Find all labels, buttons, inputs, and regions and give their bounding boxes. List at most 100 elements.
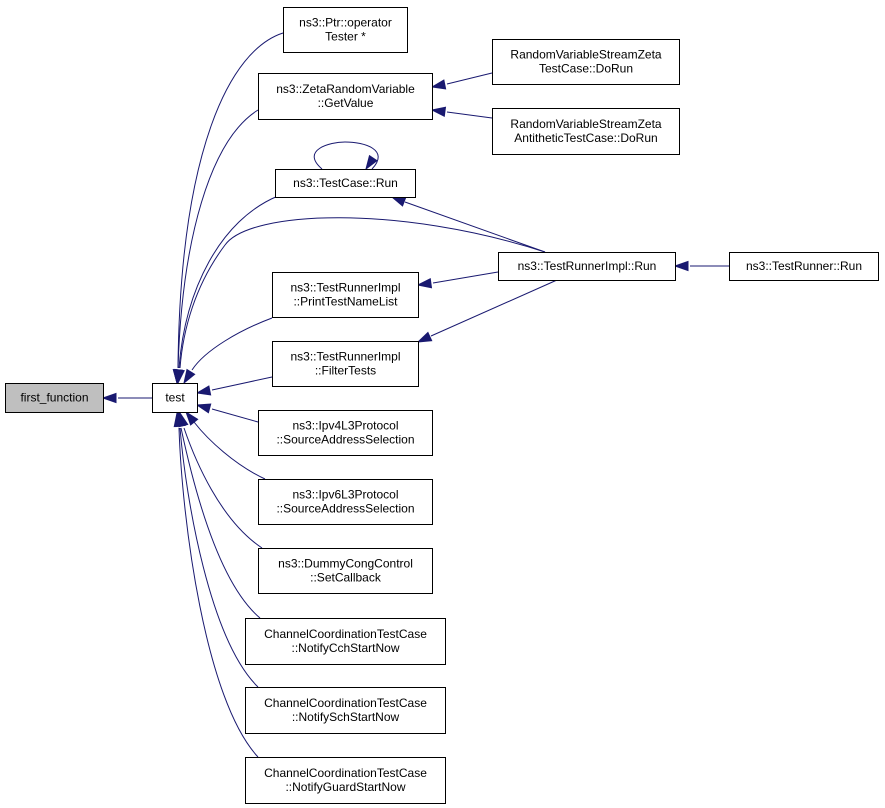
node-print-testnamelist[interactable]: ns3::TestRunnerImpl::PrintTestNameList — [272, 272, 419, 318]
edge-line — [446, 72, 493, 85]
node-label: RandomVariableStreamZeta — [510, 48, 662, 62]
edge-cc_cch-to-test — [175, 411, 261, 619]
edge-line — [404, 201, 546, 253]
node-ipv4-sas[interactable]: ns3::Ipv4L3Protocol::SourceAddressSelect… — [258, 410, 433, 456]
edge-dummy_cong-to-test — [178, 411, 263, 549]
edge-line — [178, 427, 259, 758]
node-zeta-getvalue[interactable]: ns3::ZetaRandomVariable::GetValue — [258, 73, 433, 120]
node-box[interactable] — [272, 341, 419, 387]
node-label: ns3::TestRunner::Run — [746, 259, 862, 273]
node-label: ::NotifySchStartNow — [292, 710, 400, 724]
node-label: ns3::Ipv6L3Protocol — [292, 488, 398, 502]
node-rvs-zeta-anti-dorun[interactable]: RandomVariableStreamZetaAntitheticTestCa… — [492, 108, 680, 155]
node-box[interactable] — [283, 7, 408, 53]
node-label: ::PrintTestNameList — [293, 295, 398, 309]
node-box[interactable] — [272, 272, 419, 318]
node-label: ::NotifyCchStartNow — [291, 641, 399, 655]
edge-line — [177, 32, 284, 369]
edge-line — [180, 427, 261, 619]
edge-line — [446, 111, 493, 119]
edge-line — [313, 141, 379, 170]
node-box[interactable] — [245, 757, 446, 804]
node-test[interactable]: test — [152, 383, 198, 413]
edge-cc_guard-to-test — [173, 411, 259, 758]
node-box[interactable] — [275, 169, 416, 198]
edge-arrowhead — [390, 196, 407, 207]
edge-testcase_run-to-testcase_run — [313, 141, 379, 171]
node-label: ::FilterTests — [315, 364, 376, 378]
node-box[interactable] — [492, 39, 680, 85]
node-label: ::SourceAddressSelection — [276, 433, 414, 447]
node-ipv6-sas[interactable]: ns3::Ipv6L3Protocol::SourceAddressSelect… — [258, 479, 433, 525]
node-label: ::GetValue — [318, 96, 374, 110]
node-testcase-run[interactable]: ns3::TestCase::Run — [275, 169, 416, 198]
edge-line — [430, 279, 558, 337]
edge-arrowhead — [101, 392, 117, 404]
node-label: ::SourceAddressSelection — [276, 502, 414, 516]
node-first-function[interactable]: first_function — [5, 383, 104, 413]
edge-arrowhead — [183, 368, 196, 385]
edge-line — [179, 217, 546, 369]
node-cc-cch[interactable]: ChannelCoordinationTestCase::NotifyCchSt… — [245, 618, 446, 665]
edge-testrunnerimpl_run-to-filter_tests — [416, 279, 558, 343]
node-label: ns3::TestCase::Run — [293, 176, 398, 190]
edge-line — [183, 427, 263, 549]
node-label: ns3::Ptr::operator — [299, 16, 392, 30]
edge-testrunner_run-to-testrunnerimpl_run — [673, 260, 729, 272]
node-box[interactable] — [5, 383, 104, 413]
edge-ipv4_sas-to-test — [195, 403, 259, 423]
edge-testrunnerimpl_run-to-test — [174, 217, 546, 385]
edge-zeta_getvalue-to-test — [172, 109, 259, 385]
edge-ipv6_sas-to-test — [185, 410, 266, 480]
node-filter-tests[interactable]: ns3::TestRunnerImpl::FilterTests — [272, 341, 419, 387]
node-label: ns3::TestRunnerImpl::Run — [518, 259, 657, 273]
node-label: test — [165, 391, 185, 405]
node-label: ns3::DummyCongControl — [278, 557, 413, 571]
edge-testrunnerimpl_run-to-print_testnamelist — [416, 271, 499, 289]
node-label: ChannelCoordinationTestCase — [264, 696, 427, 710]
node-label: ChannelCoordinationTestCase — [264, 627, 427, 641]
node-box[interactable] — [258, 410, 433, 456]
edge-line — [191, 317, 273, 371]
edge-line — [211, 408, 259, 423]
node-box[interactable] — [152, 383, 198, 413]
node-label: ::NotifyGuardStartNow — [285, 780, 405, 794]
node-box[interactable] — [245, 687, 446, 734]
edge-arrowhead — [416, 331, 433, 343]
edge-arrowhead — [673, 260, 689, 272]
edge-line — [211, 376, 273, 391]
edge-line — [179, 427, 259, 688]
edge-arrowhead — [174, 368, 185, 385]
edge-arrowhead — [195, 403, 212, 414]
node-box[interactable] — [498, 252, 676, 281]
edge-testrunnerimpl_run-to-testcase_run — [390, 196, 546, 253]
node-box[interactable] — [258, 548, 433, 594]
edge-arrowhead — [195, 385, 212, 396]
node-testrunner-run[interactable]: ns3::TestRunner::Run — [729, 252, 879, 281]
edge-line — [193, 421, 266, 480]
node-label: ns3::TestRunnerImpl — [290, 350, 400, 364]
node-label: ChannelCoordinationTestCase — [264, 766, 427, 780]
edge-testcase_run-to-test — [173, 195, 279, 385]
node-box[interactable] — [492, 108, 680, 155]
node-cc-guard[interactable]: ChannelCoordinationTestCase::NotifyGuard… — [245, 757, 446, 804]
node-box[interactable] — [729, 252, 879, 281]
node-box[interactable] — [258, 479, 433, 525]
node-cc-sch[interactable]: ChannelCoordinationTestCase::NotifySchSt… — [245, 687, 446, 734]
edge-arrowhead — [416, 278, 433, 289]
node-dummy-cong[interactable]: ns3::DummyCongControl::SetCallback — [258, 548, 433, 594]
node-label: TestCase::DoRun — [539, 62, 633, 76]
node-label: ns3::ZetaRandomVariable — [276, 82, 415, 96]
node-label: RandomVariableStreamZeta — [510, 117, 662, 131]
edge-rvs_zeta_anti_dorun-to-zeta_getvalue — [430, 106, 493, 119]
edge-print_testnamelist-to-test — [183, 317, 273, 385]
node-label: ns3::Ipv4L3Protocol — [292, 419, 398, 433]
node-testrunnerimpl-run[interactable]: ns3::TestRunnerImpl::Run — [498, 252, 676, 281]
edge-arrowhead — [430, 106, 447, 117]
node-box[interactable] — [258, 73, 433, 120]
node-box[interactable] — [245, 618, 446, 665]
